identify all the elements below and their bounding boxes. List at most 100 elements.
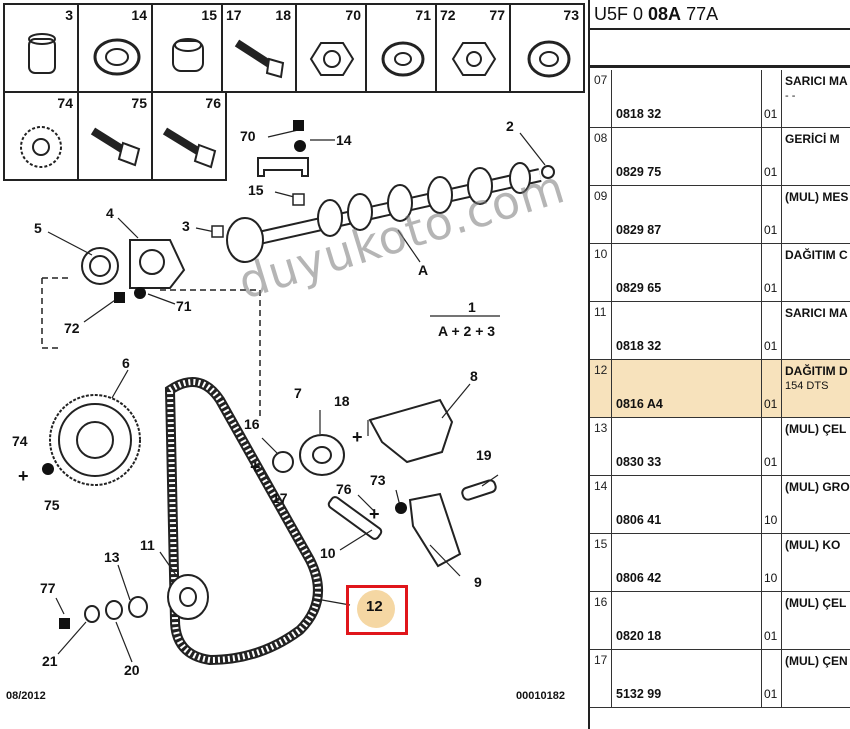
row-quantity-cell: 10 bbox=[762, 534, 782, 591]
row-quantity-cell: 01 bbox=[762, 592, 782, 649]
washer-icon bbox=[381, 41, 425, 77]
callout-74[interactable]: 74 bbox=[12, 433, 28, 449]
panel-header-bar bbox=[590, 28, 850, 68]
callout-A[interactable]: A bbox=[418, 262, 429, 278]
callout-19[interactable]: 19 bbox=[476, 447, 492, 463]
row-description-detail: - - bbox=[785, 90, 796, 102]
callout-9[interactable]: 9 bbox=[474, 574, 482, 590]
thumb-number: 17 bbox=[226, 7, 242, 23]
row-quantity: 01 bbox=[764, 107, 778, 121]
thumb-number: 15 bbox=[201, 7, 217, 23]
row-quantity: 10 bbox=[764, 571, 778, 585]
thumb-number: 74 bbox=[57, 95, 73, 111]
thumb-15[interactable]: 15 bbox=[151, 3, 223, 93]
callout-1[interactable]: 1 bbox=[468, 299, 476, 315]
svg-text:+: + bbox=[250, 457, 261, 477]
thumb-70[interactable]: 70 bbox=[295, 3, 367, 93]
thumb-17-18[interactable]: 17 18 bbox=[221, 3, 297, 93]
row-description-cell: GERİCİ M bbox=[782, 128, 850, 185]
row-quantity-cell: 01 bbox=[762, 650, 782, 707]
callout-2[interactable]: 2 bbox=[506, 118, 514, 134]
callout-76[interactable]: 76 bbox=[336, 481, 352, 497]
row-description-cell: (MUL) ÇEL bbox=[782, 592, 850, 649]
row-reference-cell: 0818 32 bbox=[612, 302, 762, 359]
callout-15[interactable]: 15 bbox=[248, 182, 264, 198]
callout-75[interactable]: 75 bbox=[44, 497, 60, 513]
row-quantity-cell: 01 bbox=[762, 186, 782, 243]
callout-4[interactable]: 4 bbox=[106, 205, 114, 221]
row-description: SARICI MA bbox=[785, 74, 848, 88]
row-reference: 0829 87 bbox=[616, 223, 662, 237]
callout-6[interactable]: 6 bbox=[122, 355, 130, 371]
row-quantity: 01 bbox=[764, 339, 778, 353]
callout-21[interactable]: 21 bbox=[42, 653, 58, 669]
row-quantity: 01 bbox=[764, 165, 778, 179]
row-quantity: 01 bbox=[764, 223, 778, 237]
thumb-73[interactable]: 73 bbox=[509, 3, 585, 93]
row-index: 12 bbox=[590, 360, 612, 417]
row-index: 11 bbox=[590, 302, 612, 359]
callout-12[interactable]: 12 bbox=[366, 598, 383, 615]
thumb-75[interactable]: 75 bbox=[77, 91, 153, 181]
callout-71[interactable]: 71 bbox=[176, 298, 192, 314]
thumb-3[interactable]: 3 bbox=[3, 3, 79, 93]
thumb-number: 73 bbox=[563, 7, 579, 23]
row-index: 16 bbox=[590, 592, 612, 649]
title-bold: 08A bbox=[648, 4, 682, 24]
callout-14[interactable]: 14 bbox=[336, 132, 352, 148]
row-quantity-cell: 01 bbox=[762, 70, 782, 127]
row-description: DAĞITIM C bbox=[785, 248, 848, 262]
thumb-74[interactable]: 74 bbox=[3, 91, 79, 181]
thumb-72-77[interactable]: 72 77 bbox=[435, 3, 511, 93]
row-reference-cell: 0806 41 bbox=[612, 476, 762, 533]
row-reference-cell: 0830 33 bbox=[612, 418, 762, 475]
flange-nut-icon bbox=[309, 42, 355, 76]
callout-72[interactable]: 72 bbox=[64, 320, 80, 336]
row-description: (MUL) ÇEN bbox=[785, 654, 848, 668]
row-reference-cell: 0829 65 bbox=[612, 244, 762, 301]
callout-7[interactable]: 7 bbox=[294, 385, 302, 401]
panel-title: U5F 0 08A 77A bbox=[594, 4, 718, 25]
callout-5[interactable]: 5 bbox=[34, 220, 42, 236]
thumb-number: 70 bbox=[345, 7, 361, 23]
row-description-cell: DAĞITIM C bbox=[782, 244, 850, 301]
callout-17[interactable]: 17 bbox=[272, 490, 288, 506]
callout-20[interactable]: 20 bbox=[124, 662, 140, 678]
row-index: 17 bbox=[590, 650, 612, 707]
callout-3[interactable]: 3 bbox=[182, 218, 190, 234]
callout-10[interactable]: 10 bbox=[320, 545, 336, 561]
row-reference-cell: 0816 A4 bbox=[612, 360, 762, 417]
callout-8[interactable]: 8 bbox=[470, 368, 478, 384]
thumb-number: 77 bbox=[489, 7, 505, 23]
callout-16[interactable]: 16 bbox=[244, 416, 260, 432]
callout-18[interactable]: 18 bbox=[334, 393, 350, 409]
row-reference-cell: 0829 87 bbox=[612, 186, 762, 243]
callout-13[interactable]: 13 bbox=[104, 549, 120, 565]
thumb-76[interactable]: 76 bbox=[151, 91, 227, 181]
selected-part-marker bbox=[357, 590, 395, 628]
bolt-icon bbox=[234, 39, 285, 79]
row-reference-cell: 0829 75 bbox=[612, 128, 762, 185]
callout-77[interactable]: 77 bbox=[40, 580, 56, 596]
row-description: GERİCİ M bbox=[785, 132, 840, 146]
callout-73[interactable]: 73 bbox=[370, 472, 386, 488]
thumb-number: 75 bbox=[131, 95, 147, 111]
callout-11[interactable]: 11 bbox=[140, 537, 155, 553]
callout-70[interactable]: 70 bbox=[240, 128, 256, 144]
row-quantity: 01 bbox=[764, 455, 778, 469]
row-index: 15 bbox=[590, 534, 612, 591]
thumb-number: 14 bbox=[131, 7, 147, 23]
diagram-code: 00010182 bbox=[516, 690, 565, 702]
row-description: SARICI MA bbox=[785, 306, 848, 320]
